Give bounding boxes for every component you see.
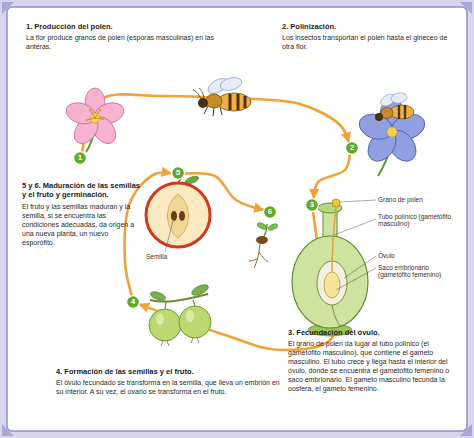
bee-wing (390, 92, 407, 105)
anther (102, 118, 104, 120)
step-description: La flor produce granos de polen (esporas… (26, 33, 216, 51)
part-label: Óvulo (378, 252, 438, 259)
step-description: El óvulo fecundado se transforma en la s… (56, 378, 286, 396)
apple-section (146, 175, 210, 252)
fruit-highlight (186, 310, 194, 322)
leaf (190, 283, 210, 298)
step-number: 6 (263, 205, 277, 219)
seed (179, 211, 185, 221)
bee-abdomen (390, 105, 414, 119)
step-description: Los insectos transportan el polen hasta … (282, 33, 452, 51)
bee-wing (219, 75, 243, 92)
part-label: Saco embrionario (gametófito femenino) (378, 264, 460, 279)
callout-number: 3 (305, 198, 319, 212)
step-heading: 3. Fecundación del óvulo. (288, 328, 458, 337)
step-description: El fruto y las semillas maduran y la sem… (22, 202, 140, 247)
callout-number: 4 (126, 295, 140, 309)
bee-thorax (206, 94, 222, 108)
leader-line (334, 200, 376, 290)
number-circle (172, 167, 185, 180)
fruit (149, 309, 181, 341)
pollen-grain (332, 199, 340, 207)
step-heading: 4. Formación de las semillas y el fruto. (56, 367, 286, 376)
step-number: 3 (305, 198, 319, 212)
number-circle (264, 206, 277, 219)
step-number: 2 (345, 141, 359, 155)
seedling-leaf (267, 223, 278, 232)
fruit (179, 306, 211, 338)
number-circle (306, 199, 319, 212)
step-heading: 5 y 6. Maduración de las semillas y el f… (22, 181, 140, 199)
step-heading: 1. Producción del polen. (26, 22, 216, 31)
bee (193, 75, 251, 116)
fruit-highlight (156, 313, 164, 325)
step-number: 1 (73, 151, 87, 165)
number-circle (127, 296, 140, 309)
leaf (149, 290, 166, 302)
step-heading: 2. Polinización. (282, 22, 452, 31)
apple-flesh (146, 183, 210, 247)
flower-center (387, 127, 397, 137)
dried-flower (161, 338, 199, 346)
seed (256, 236, 268, 244)
ovary (292, 236, 368, 328)
frame-panel (7, 7, 467, 431)
apple-core (168, 194, 189, 238)
callout-number: 2 (345, 141, 359, 155)
part-label: Semilla (146, 253, 182, 260)
bee-stripes (230, 94, 245, 110)
blue-flower (356, 92, 428, 176)
part-label: Tubo polínico (gametófito masculino) (378, 213, 460, 228)
pistil-section (292, 199, 376, 336)
seedling-leaf (256, 222, 267, 231)
anther (99, 109, 101, 111)
step-number: 4 (126, 295, 140, 309)
bee-head (198, 98, 208, 108)
bee-stripes (399, 105, 405, 119)
cycle-arrow (82, 94, 348, 151)
step-description: El grano de polen da lugar al tubo polín… (288, 339, 454, 394)
anther (86, 119, 88, 121)
seed (171, 211, 177, 221)
bee-antenna (193, 88, 204, 99)
callout-number: 5 (171, 166, 185, 180)
bee-head (375, 113, 383, 121)
root (249, 244, 268, 268)
part-label: Grano de polen (378, 196, 448, 203)
funiculus (332, 305, 340, 326)
pink-flower (63, 88, 126, 152)
callout-number: 6 (263, 205, 277, 219)
number-circle (74, 152, 87, 165)
embryo-sac (324, 272, 340, 298)
anther (89, 109, 91, 111)
leader-line (165, 221, 173, 252)
callout-number: 1 (73, 151, 87, 165)
seedling (249, 222, 279, 268)
pollen-tube (332, 206, 336, 272)
young-fruits (149, 283, 211, 346)
cycle-arrow (314, 155, 350, 199)
number-circle (346, 142, 359, 155)
step-number: 5 (171, 166, 185, 180)
stamen (87, 110, 103, 120)
